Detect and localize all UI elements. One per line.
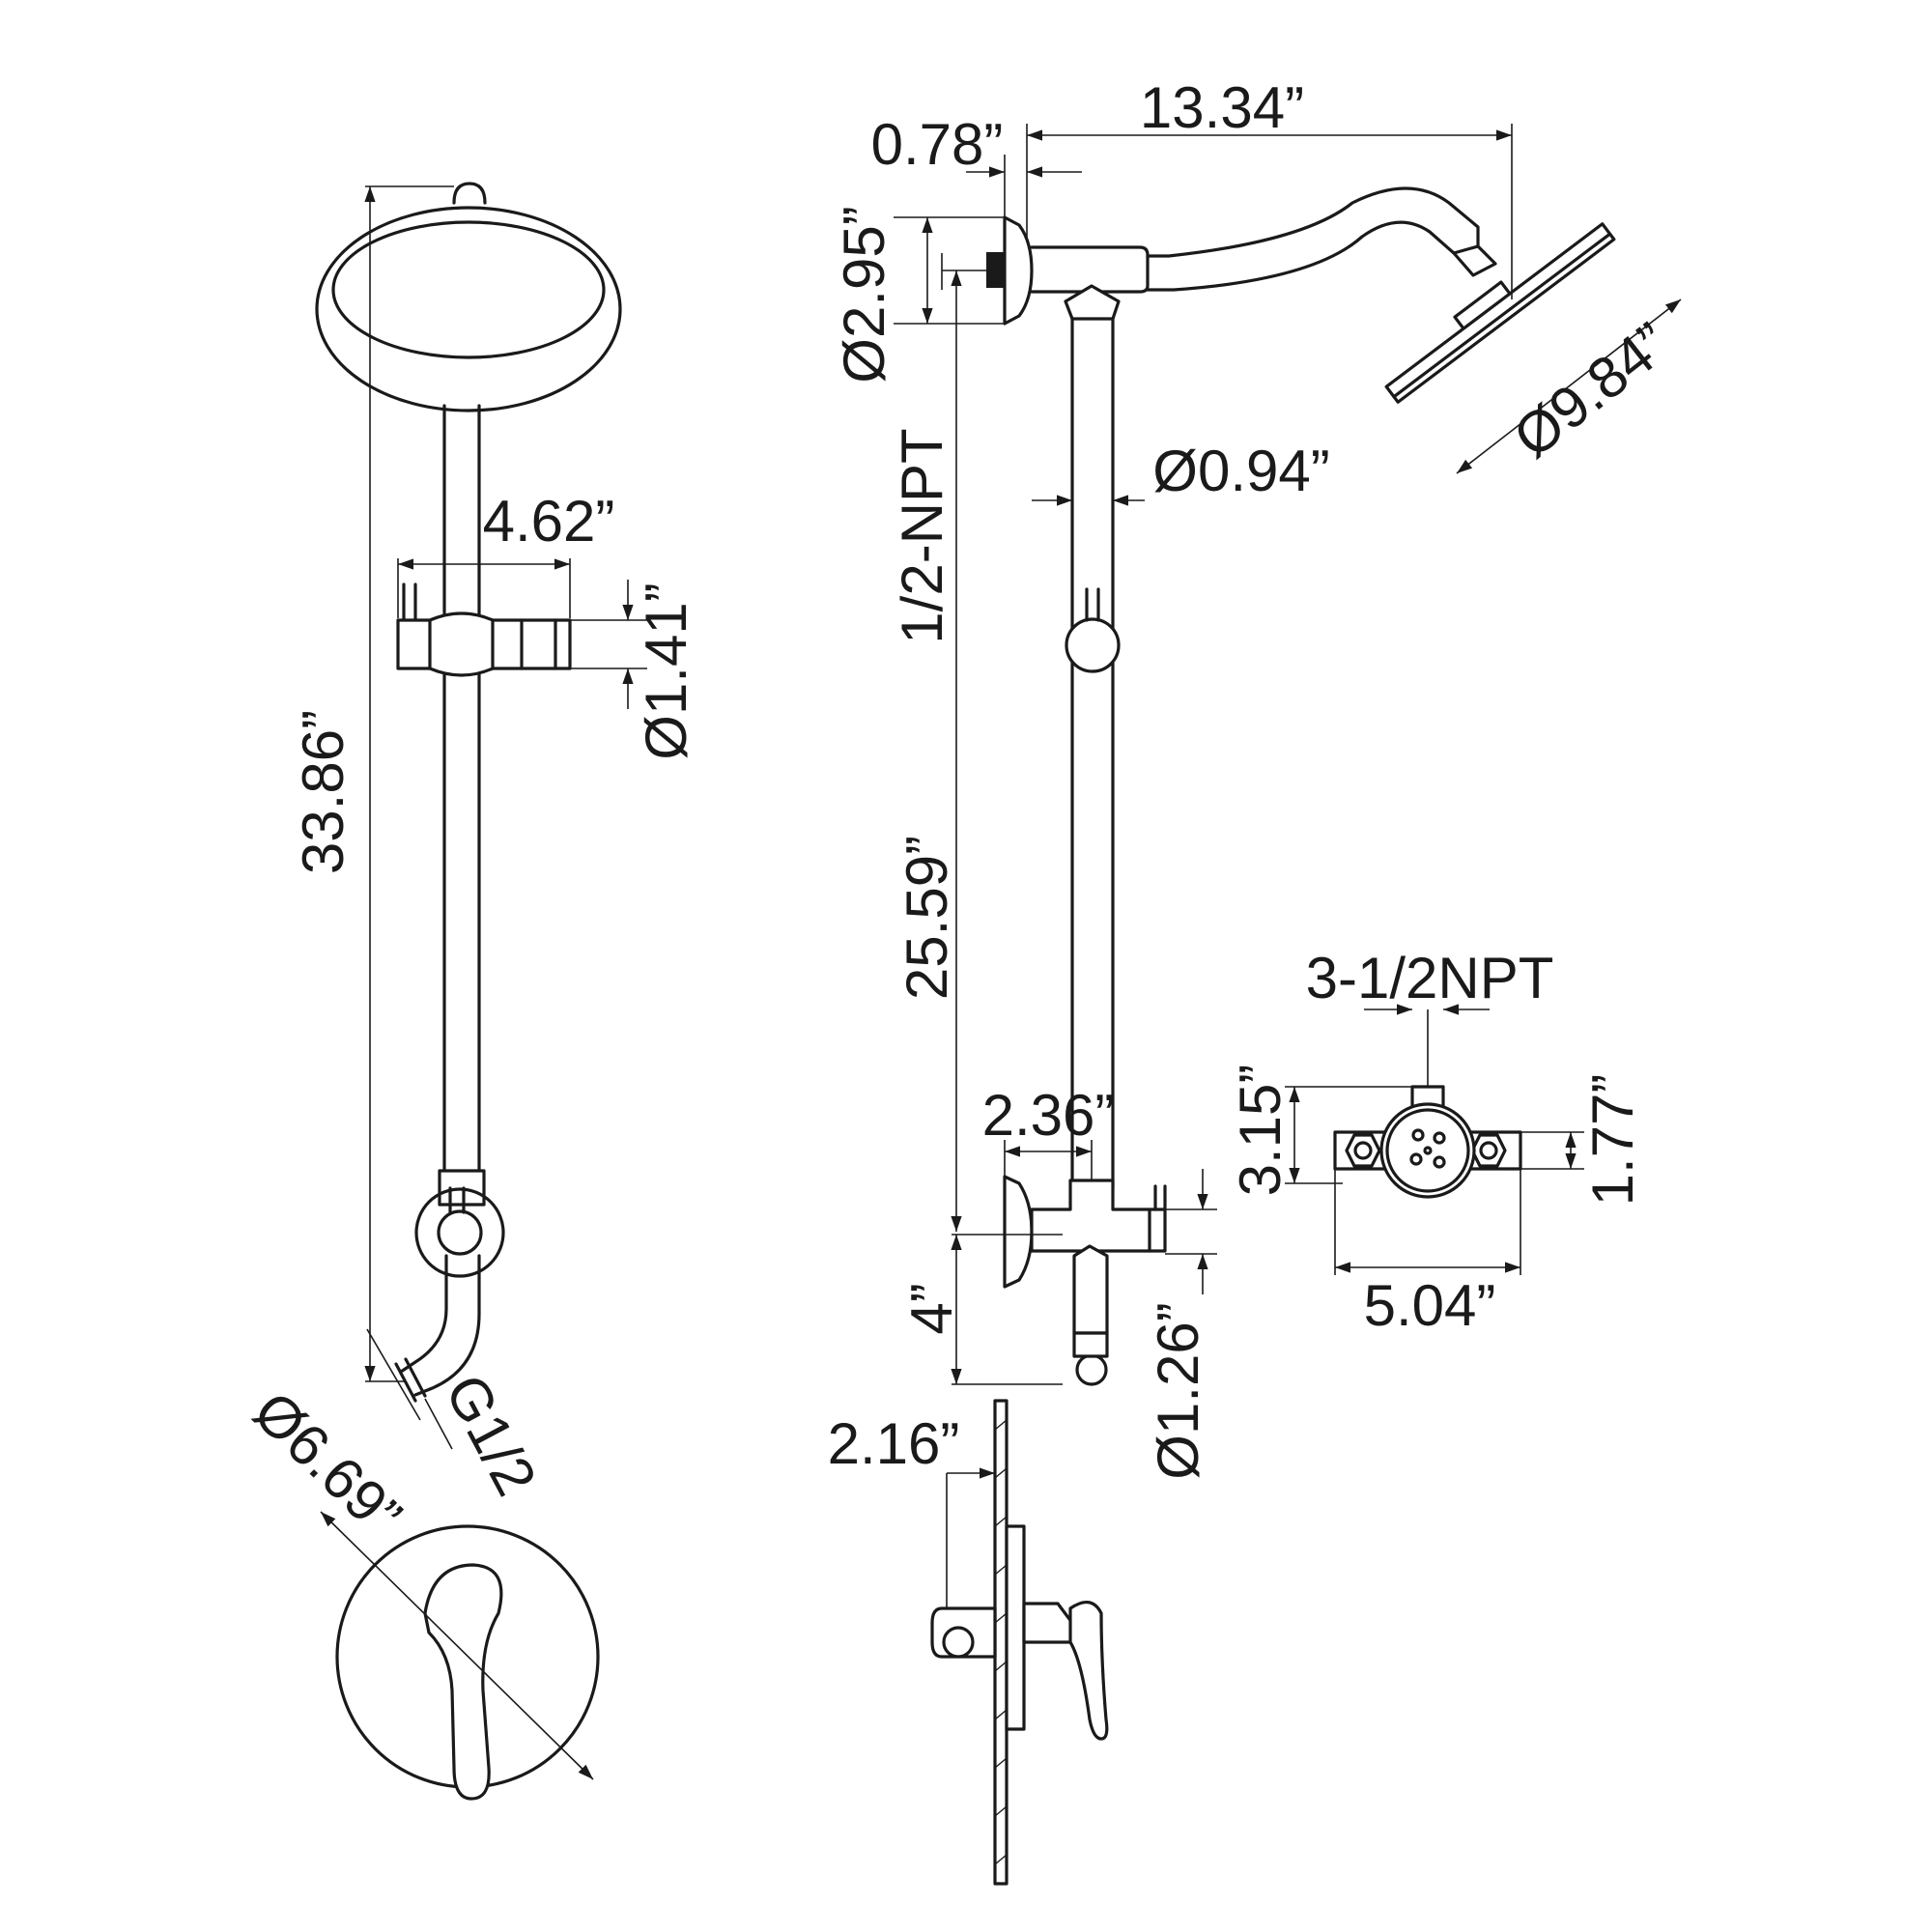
flange-depth-label: 0.78” — [871, 112, 1004, 177]
wall-flange — [1003, 215, 1034, 326]
spout-height-label: 4” — [899, 1283, 964, 1334]
pipe-diameter-label: Ø0.94” — [1152, 439, 1329, 503]
trim-plate-diameter-label: Ø6.69” — [242, 1378, 413, 1548]
rough-valve — [1333, 1085, 1522, 1199]
diverter-diameter-label: Ø1.26” — [1146, 1302, 1210, 1479]
side-height-label: 33.86” — [291, 710, 355, 874]
inlet-thread-label: 1/2-NPT — [890, 428, 954, 643]
rain-head-front — [315, 206, 622, 412]
riser-length-label: 25.59” — [895, 836, 959, 1000]
outlet-thread-label: G1/2 — [433, 1364, 549, 1505]
valve-body-height-label: 1.77” — [1580, 1074, 1645, 1207]
holder-diameter-label: Ø1.41” — [634, 582, 698, 759]
valve-width-label: 5.04” — [1364, 1273, 1496, 1338]
head-diameter-label: Ø9.84” — [1501, 310, 1681, 470]
front-view: 33.86” 4.62” Ø1.41” G1/2 Ø6.69” — [242, 182, 698, 1801]
holder-width-label: 4.62” — [483, 489, 615, 554]
flange-diameter-label: Ø2.95” — [832, 206, 896, 383]
valve-height-label: 3.15” — [1228, 1065, 1293, 1197]
valve-thread-label: 3-1/2NPT — [1306, 946, 1554, 1010]
side-view: 13.34” 0.78” Ø2.95” 1/2-NPT Ø0.94” Ø9.84… — [828, 75, 1682, 1886]
holder-front — [396, 582, 572, 677]
arm-length-label: 13.34” — [1140, 75, 1304, 140]
wall-section — [930, 1399, 1109, 1886]
diverter-offset-label: 2.36” — [982, 1083, 1115, 1148]
diverter-side — [1003, 1175, 1167, 1386]
diverter-front — [394, 1169, 505, 1403]
wall-offset-label: 2.16” — [828, 1411, 960, 1476]
